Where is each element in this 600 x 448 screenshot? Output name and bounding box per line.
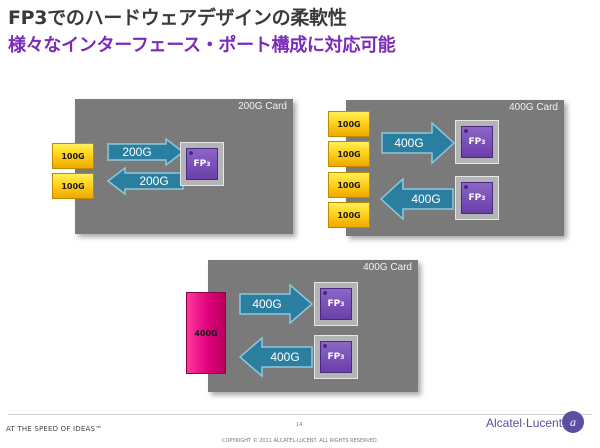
arrow-label: 200G xyxy=(139,174,169,188)
chip-label-sup: 3 xyxy=(481,138,486,146)
chip-label-sup: 3 xyxy=(481,194,486,202)
arrow-label: 200G xyxy=(122,145,152,159)
port-100g: 100G xyxy=(328,202,370,228)
chip-dot xyxy=(323,344,327,348)
arrow-left xyxy=(106,166,184,196)
chip-label: FP xyxy=(193,159,207,169)
card-400g-single-port: 400G Card xyxy=(208,260,418,392)
footer-tagline: AT THE SPEED OF IDEAS™ xyxy=(6,425,103,433)
brand-logo-icon: a xyxy=(562,411,584,433)
card-label: 400G Card xyxy=(509,102,558,113)
arrow-left xyxy=(379,177,454,221)
chip-label: FP xyxy=(468,193,482,203)
chip-label-sup: 3 xyxy=(340,353,345,361)
arrow-label: 400G xyxy=(252,297,282,311)
slide-subtitle: 様々なインターフェース・ポート構成に対応可能 xyxy=(8,35,396,56)
chip-label-sup: 3 xyxy=(340,300,345,308)
chip-label: FP xyxy=(327,299,341,309)
chip-label: FP xyxy=(327,352,341,362)
arrow-right xyxy=(239,283,314,325)
arrow-right xyxy=(107,137,185,167)
brand-name: Alcatel·Lucent xyxy=(486,416,563,430)
port-400g: 400G xyxy=(186,292,226,374)
chip-label: FP xyxy=(468,137,482,147)
chip-dot xyxy=(464,129,468,133)
page-number: 14 xyxy=(296,422,303,428)
chip-label-sup: 3 xyxy=(206,160,211,168)
port-100g: 100G xyxy=(52,143,94,169)
arrow-label: 400G xyxy=(394,136,424,150)
chip-dot xyxy=(189,151,193,155)
port-100g: 100G xyxy=(328,111,370,137)
slide-title: FP3でのハードウェアデザインの柔軟性 xyxy=(8,7,347,29)
arrow-label: 400G xyxy=(411,192,441,206)
arrow-left xyxy=(238,336,313,378)
footer-divider xyxy=(8,414,592,415)
chip-dot xyxy=(464,185,468,189)
chip-dot xyxy=(323,291,327,295)
port-100g: 100G xyxy=(328,141,370,167)
port-100g: 100G xyxy=(52,173,94,199)
card-label: 400G Card xyxy=(363,262,412,273)
arrow-right xyxy=(381,121,456,165)
port-100g: 100G xyxy=(328,172,370,198)
arrow-label: 400G xyxy=(270,350,300,364)
footer-copyright: COPYRIGHT © 2011 ALCATEL-LUCENT. ALL RIG… xyxy=(222,438,379,444)
card-label: 200G Card xyxy=(238,101,287,112)
